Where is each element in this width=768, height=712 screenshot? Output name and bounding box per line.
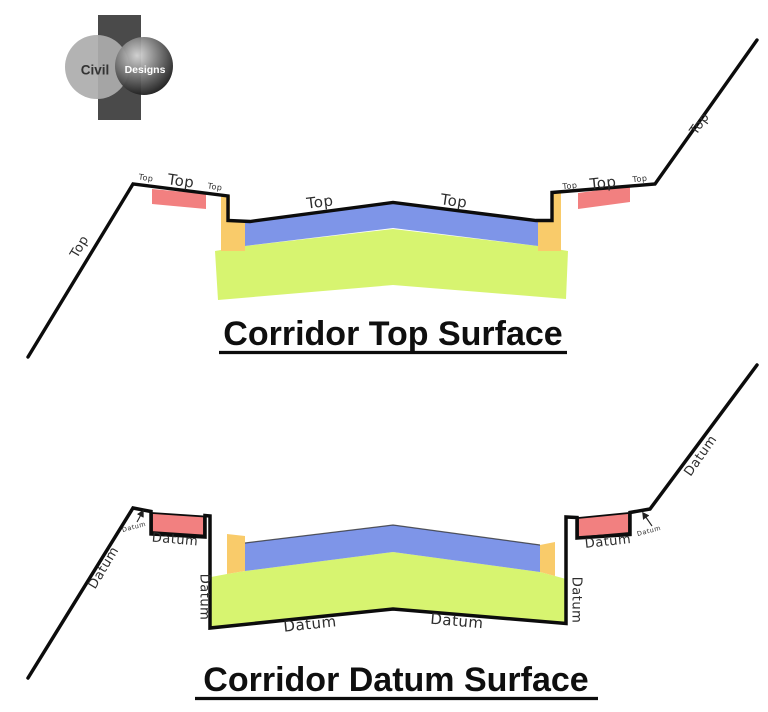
- datum-diagram-title: Corridor Datum Surface: [203, 661, 588, 699]
- datum-label-right-sidewalk: Datum: [584, 532, 632, 552]
- curb-left-top-diagram: [221, 195, 245, 251]
- logo-right-circle: [115, 37, 173, 95]
- logo-left-circle: [65, 35, 129, 99]
- datum-label-bottom-right: Datum: [430, 610, 485, 633]
- top-diagram-title: Corridor Top Surface: [223, 315, 562, 353]
- datum-label-left-sidewalk: Datum: [151, 531, 199, 550]
- sidewalk-right-top-diagram: [578, 186, 630, 209]
- datum-label-bottom-left: Datum: [283, 612, 338, 635]
- top-label-right-sidewalk: Top: [588, 173, 618, 194]
- top-label-right-hinge: Top: [631, 174, 648, 185]
- datum-callout-arrow-left: [136, 509, 144, 523]
- pavement-layer-datum-diagram: [245, 525, 540, 572]
- datum-callout-arrow-right: [642, 511, 653, 527]
- datum-label-right-step: Datum: [569, 577, 584, 623]
- datum-surface-line: [26, 363, 759, 680]
- datum-label-right-callout: Datum: [636, 524, 662, 538]
- top-label-lane-right: Top: [438, 190, 468, 212]
- top-label-left-curb: Top: [206, 181, 223, 192]
- logo-brand-left: Civil: [81, 63, 110, 78]
- top-label-right-curb: Top: [561, 181, 578, 192]
- top-label-left-sidewalk: Top: [165, 170, 195, 192]
- subbase-layer-top-diagram: [215, 229, 568, 300]
- top-surface-line: [26, 38, 759, 359]
- subbase-layer-datum-diagram: [211, 552, 566, 628]
- logo-brand-right: Designs: [125, 64, 166, 76]
- sidewalk-left-top-diagram: [152, 189, 206, 209]
- datum-label-left-step: Datum: [197, 574, 212, 620]
- pavement-top-edge-line: [244, 524, 541, 546]
- top-label-lane-left: Top: [305, 191, 335, 212]
- curb-right-datum-diagram: [540, 542, 555, 576]
- curb-left-datum-diagram: [227, 534, 245, 574]
- civil-designs-logo: Civil Designs: [65, 15, 173, 120]
- top-label-left-hinge: Top: [137, 172, 154, 183]
- datum-label-left-slope: Datum: [86, 544, 123, 592]
